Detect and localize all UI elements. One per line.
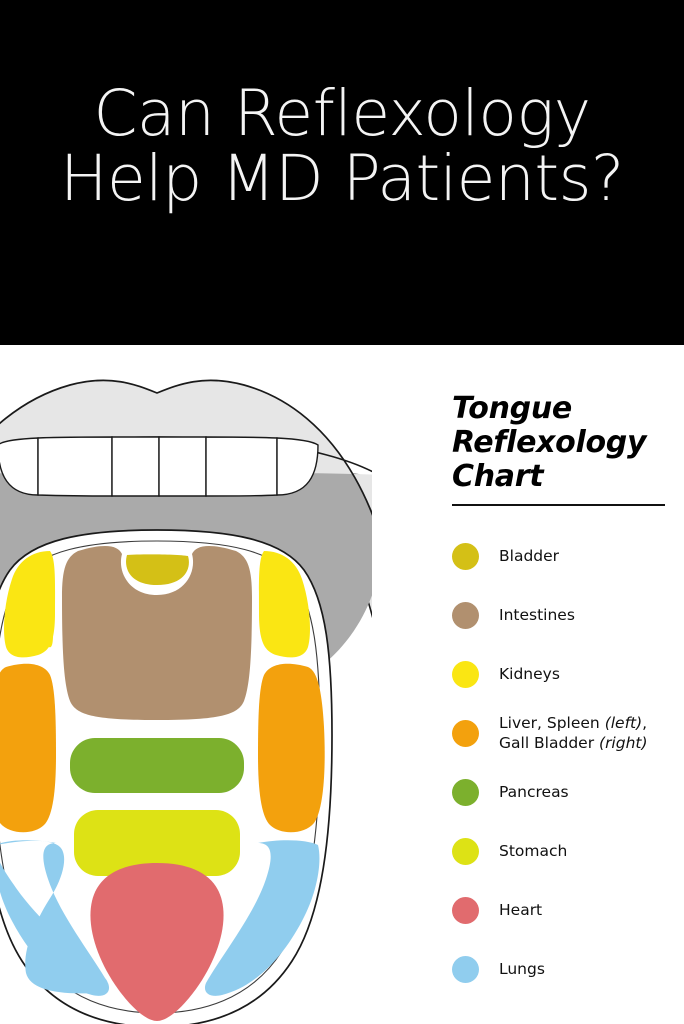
legend-title: Tongue Reflexology Chart (452, 392, 668, 494)
legend-item: Heart (452, 881, 668, 940)
legend-label: Bladder (499, 546, 560, 565)
zone-heart (90, 863, 224, 1021)
legend-item: Pancreas (452, 763, 668, 822)
legend-title-line-2: Reflexology (452, 424, 647, 460)
headline-line-2: Help MD Patients? (60, 141, 624, 215)
legend-item: Kidneys (452, 645, 668, 704)
legend-swatch (452, 955, 479, 983)
legend-swatch (452, 660, 479, 688)
tongue-diagram-svg (0, 379, 372, 1024)
zone-stomach (74, 810, 240, 876)
upper-lip-outline (0, 379, 372, 516)
legend-swatch (452, 542, 479, 570)
legend-item: Liver, Spleen (left),Gall Bladder (right… (452, 704, 668, 763)
zone-kidney-left (258, 551, 310, 658)
legend-item: Bladder (452, 527, 668, 586)
legend-label: Liver, Spleen (left),Gall Bladder (right… (499, 713, 648, 753)
legend-swatch (452, 896, 479, 924)
tongue-diagram: right left (0, 355, 372, 1024)
legend-title-line-3: Chart (452, 458, 544, 494)
legend-swatch (452, 778, 479, 806)
legend-label: Lungs (499, 959, 545, 978)
legend-swatch (452, 719, 479, 747)
zone-pancreas (70, 738, 244, 793)
legend-item: Intestines (452, 586, 668, 645)
tooth (111, 436, 160, 497)
headline: Can Reflexology Help MD Patients? (0, 0, 684, 345)
legend-label: Intestines (499, 605, 575, 624)
tooth (276, 437, 319, 496)
legend-label: Heart (499, 900, 543, 919)
legend-label: Kidneys (499, 664, 560, 683)
zone-kidney-right (4, 551, 56, 658)
zone-intestines (62, 545, 252, 720)
legend-divider (452, 503, 665, 506)
tooth (158, 436, 207, 497)
headline-line-1: Can Reflexology (93, 76, 591, 150)
title-banner: Can Reflexology Help MD Patients? (0, 0, 684, 345)
legend-label: Stomach (499, 841, 568, 860)
zone-lung-right (0, 840, 109, 996)
legend-title-line-1: Tongue (452, 391, 572, 426)
zone-bladder (126, 554, 189, 585)
zone-liver-spleen-right (0, 663, 56, 833)
legend-label: Pancreas (499, 782, 569, 801)
tooth (205, 436, 278, 497)
legend-swatch (452, 601, 479, 629)
zone-gall-bladder-left (258, 663, 325, 833)
legend-swatch (452, 837, 479, 865)
teeth-row (0, 436, 319, 497)
tooth (37, 436, 113, 497)
legend-item: Lungs (452, 940, 668, 999)
legend-item: Stomach (452, 822, 668, 881)
zone-lung-left (204, 840, 320, 996)
